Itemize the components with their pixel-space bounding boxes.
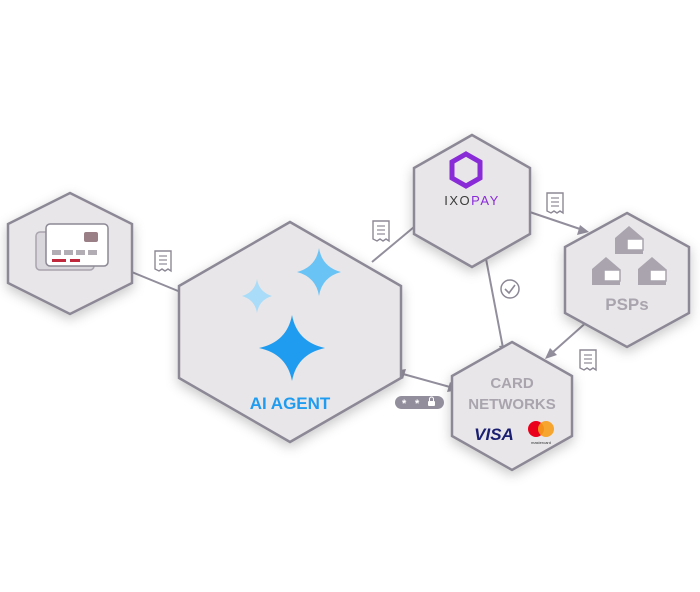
receipt-icon	[372, 220, 390, 242]
edge-ixopay-networks	[482, 242, 504, 349]
sparkle-large	[259, 315, 325, 381]
ixopay-suffix: PAY	[471, 193, 500, 208]
edge-agent-networks	[402, 373, 451, 388]
hexagon-logo-icon	[449, 151, 483, 189]
svg-text:*: *	[415, 398, 420, 410]
visa-logo: VISA	[474, 425, 514, 444]
agent-label: AI AGENT	[250, 394, 331, 413]
sparkle-icon	[242, 248, 341, 381]
psps-label: PSPs	[605, 295, 648, 314]
receipt-icon	[546, 192, 564, 214]
credit-card-icon	[35, 223, 109, 271]
networks-label-line2: NETWORKS	[468, 396, 556, 413]
ixopay-prefix: IXO	[444, 193, 471, 208]
ixopay-logo-text: IXOPAY	[444, 193, 500, 208]
receipt-icon	[579, 349, 597, 371]
check-circle-icon	[500, 279, 520, 299]
edge-agent-to-ixopay	[371, 221, 421, 263]
mastercard-text: mastercard	[531, 440, 551, 445]
node-psps-hex	[563, 211, 691, 349]
node-ixopay-hex	[412, 133, 532, 269]
edge-psps-networks	[552, 319, 590, 353]
receipt-icon	[154, 250, 172, 272]
sparkle-small	[242, 279, 272, 313]
svg-text:*: *	[402, 398, 407, 410]
masked-lock-icon: * *	[395, 396, 444, 410]
node-networks-hex	[450, 340, 574, 472]
sparkle-medium	[297, 248, 341, 296]
networks-label-line1: CARD	[490, 375, 533, 392]
house-network-icon	[592, 226, 667, 285]
mastercard-logo-icon: mastercard	[528, 421, 554, 445]
